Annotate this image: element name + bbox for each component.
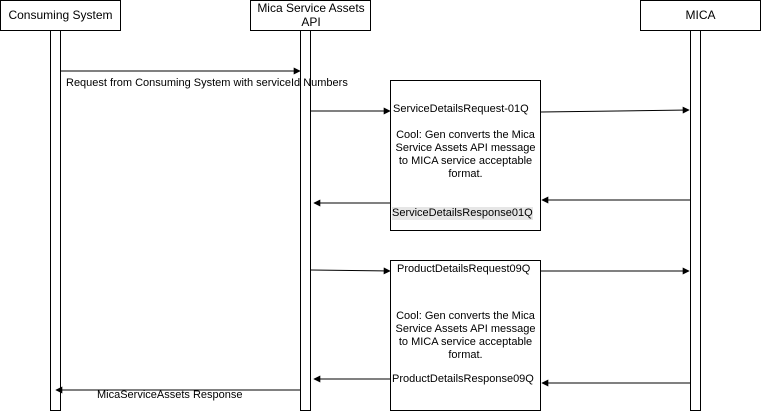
message-label-product-details-request: ProductDetailsRequest09Q <box>397 263 531 275</box>
message-label-product-details-response: ProductDetailsResponse09Q <box>392 373 534 385</box>
message-label-mica-service-assets-response: MicaServiceAssets Response <box>97 389 243 401</box>
arrow-service-details-request <box>540 106 690 114</box>
participant-box-consuming <box>0 0 121 31</box>
converter-note-2: Cool: Gen converts the Mica Service Asse… <box>395 310 536 361</box>
converter-note-1: Cool: Gen converts the Mica Service Asse… <box>395 129 536 180</box>
participant-box-api <box>250 0 371 31</box>
participant-label-consuming: Consuming System <box>8 8 113 22</box>
participant-label-mica: MICA <box>685 8 716 22</box>
lifeline-consuming <box>50 30 61 411</box>
participant-box-mica <box>640 0 761 31</box>
lifeline-mica <box>690 30 701 411</box>
arrow-api-to-converter-2 <box>310 267 391 275</box>
converter-box-2 <box>390 260 541 411</box>
message-label-request-from-consuming: Request from Consuming System with servi… <box>66 77 348 89</box>
message-label-service-details-response: ServiceDetailsResponse01Q <box>392 207 533 220</box>
converter-box-1 <box>390 80 541 231</box>
participant-label-api: Mica Service Assets API <box>257 1 365 29</box>
message-label-service-details-request: ServiceDetailsRequest-01Q <box>393 103 529 115</box>
